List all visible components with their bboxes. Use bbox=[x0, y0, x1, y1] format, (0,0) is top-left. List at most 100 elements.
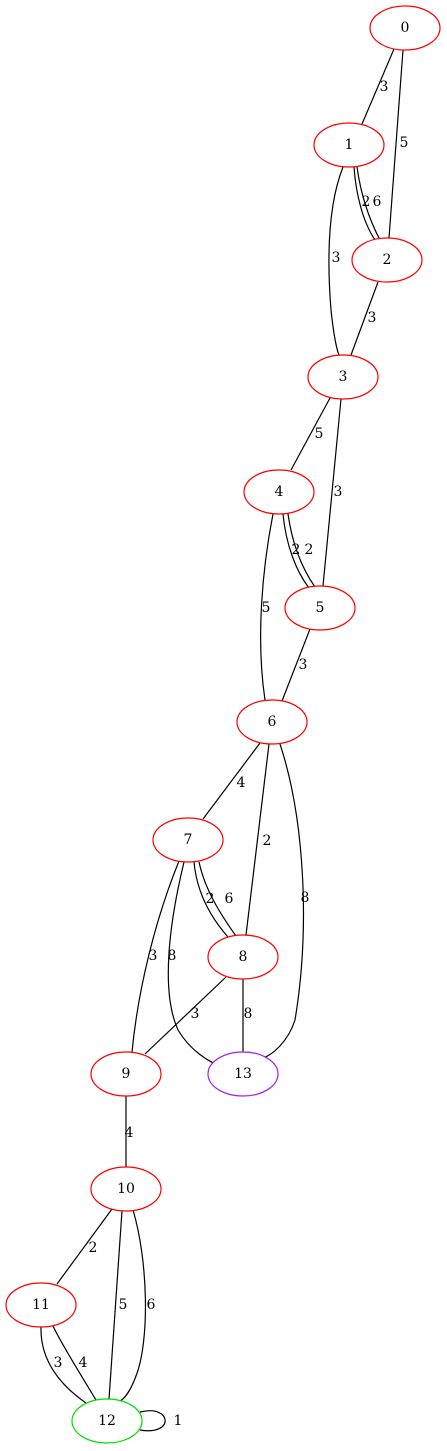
edge-11-12: 3 bbox=[40, 1326, 87, 1404]
edge-line bbox=[108, 1210, 123, 1400]
edge-line bbox=[262, 743, 305, 1059]
edge-line bbox=[388, 49, 404, 239]
node-ellipse[interactable] bbox=[90, 1051, 162, 1097]
edge-1-3: 3 bbox=[328, 166, 344, 356]
node-label: 8 bbox=[239, 949, 248, 965]
edge-weight-label: 3 bbox=[54, 1355, 63, 1371]
edge-line bbox=[361, 48, 395, 125]
node-ellipse[interactable] bbox=[236, 699, 308, 745]
node-ellipse[interactable] bbox=[71, 1398, 143, 1444]
edge-7-13: 8 bbox=[167, 861, 224, 1068]
edge-weight-label: 3 bbox=[368, 310, 377, 326]
edge-7-9: 3 bbox=[131, 860, 180, 1053]
node-ellipse[interactable] bbox=[313, 122, 385, 168]
edge-weight-label: 2 bbox=[362, 194, 371, 210]
edge-weight-label: 6 bbox=[373, 194, 382, 210]
edge-weight-label: 5 bbox=[262, 600, 271, 616]
edge-line bbox=[119, 1209, 147, 1402]
edge-9-10: 4 bbox=[125, 1096, 134, 1167]
edge-line bbox=[40, 1326, 87, 1404]
edge-weight-label: 6 bbox=[225, 891, 234, 907]
edge-3-5: 3 bbox=[322, 398, 343, 587]
node-13[interactable]: 13 bbox=[207, 1051, 279, 1097]
edge-line bbox=[282, 513, 310, 589]
node-ellipse[interactable] bbox=[207, 934, 279, 980]
edge-line bbox=[281, 628, 311, 702]
edge-weight-label: 8 bbox=[168, 948, 177, 964]
edge-weight-label: 8 bbox=[301, 890, 310, 906]
node-4[interactable]: 4 bbox=[243, 469, 315, 515]
edge-7-8: 2 bbox=[193, 861, 229, 938]
edge-1-2: 2 bbox=[353, 166, 376, 241]
node-label: 1 bbox=[345, 137, 354, 153]
edge-weight-label: 5 bbox=[119, 1297, 128, 1313]
node-1[interactable]: 1 bbox=[313, 122, 385, 168]
node-label: 5 bbox=[316, 600, 325, 616]
node-9[interactable]: 9 bbox=[90, 1051, 162, 1097]
node-ellipse[interactable] bbox=[90, 1166, 162, 1212]
node-ellipse[interactable] bbox=[351, 237, 423, 283]
edge-weight-label: 3 bbox=[299, 657, 308, 673]
node-ellipse[interactable] bbox=[369, 5, 441, 51]
edge-weight-label: 3 bbox=[334, 484, 343, 500]
edge-line bbox=[356, 166, 381, 241]
node-label: 3 bbox=[339, 369, 348, 385]
edge-line bbox=[139, 1410, 166, 1432]
edge-6-8: 2 bbox=[245, 743, 271, 936]
node-12[interactable]: 12 bbox=[71, 1398, 143, 1444]
edge-4-6: 5 bbox=[260, 513, 274, 701]
edge-line bbox=[353, 166, 376, 241]
node-2[interactable]: 2 bbox=[351, 237, 423, 283]
edge-weight-label: 2 bbox=[206, 891, 215, 907]
node-ellipse[interactable] bbox=[243, 469, 315, 515]
edge-weight-label: 4 bbox=[237, 775, 246, 791]
edge-10-12: 5 bbox=[108, 1210, 128, 1400]
edge-line bbox=[290, 397, 331, 471]
node-label: 6 bbox=[268, 714, 277, 730]
edge-10-11: 2 bbox=[56, 1208, 113, 1285]
node-3[interactable]: 3 bbox=[307, 354, 379, 400]
edge-weight-label: 3 bbox=[332, 250, 341, 266]
node-8[interactable]: 8 bbox=[207, 934, 279, 980]
node-0[interactable]: 0 bbox=[369, 5, 441, 51]
edge-line bbox=[322, 398, 342, 587]
node-label: 4 bbox=[275, 484, 284, 500]
edge-line bbox=[131, 860, 180, 1053]
edge-weight-label: 2 bbox=[305, 542, 314, 558]
edge-3-4: 5 bbox=[290, 397, 331, 471]
node-10[interactable]: 10 bbox=[90, 1166, 162, 1212]
node-label: 10 bbox=[117, 1181, 135, 1197]
node-label: 7 bbox=[184, 832, 193, 848]
edge-line bbox=[52, 1325, 97, 1401]
edge-weight-label: 3 bbox=[380, 79, 389, 95]
node-label: 13 bbox=[234, 1066, 252, 1082]
edge-weight-label: 2 bbox=[89, 1240, 98, 1256]
node-11[interactable]: 11 bbox=[5, 1282, 77, 1328]
edge-12-12: 1 bbox=[139, 1410, 183, 1432]
edge-line bbox=[350, 281, 379, 356]
edge-line bbox=[167, 861, 224, 1068]
edge-6-7: 4 bbox=[202, 742, 261, 820]
edge-line bbox=[202, 742, 261, 820]
edge-line bbox=[328, 166, 344, 356]
edge-5-6: 3 bbox=[281, 628, 311, 702]
node-ellipse[interactable] bbox=[307, 354, 379, 400]
node-ellipse[interactable] bbox=[284, 585, 356, 631]
edge-weight-label: 1 bbox=[174, 1413, 183, 1429]
edge-weight-label: 5 bbox=[400, 135, 409, 151]
edge-1-2: 6 bbox=[356, 166, 382, 241]
edge-line bbox=[56, 1208, 113, 1285]
node-6[interactable]: 6 bbox=[236, 699, 308, 745]
node-5[interactable]: 5 bbox=[284, 585, 356, 631]
node-ellipse[interactable] bbox=[5, 1282, 77, 1328]
node-label: 12 bbox=[98, 1413, 116, 1429]
node-ellipse[interactable] bbox=[152, 817, 224, 863]
edge-0-2: 5 bbox=[388, 49, 409, 239]
node-7[interactable]: 7 bbox=[152, 817, 224, 863]
edge-weight-label: 4 bbox=[79, 1355, 88, 1371]
edge-weight-label: 8 bbox=[244, 1006, 253, 1022]
node-ellipse[interactable] bbox=[207, 1051, 279, 1097]
edge-8-13: 8 bbox=[242, 979, 253, 1052]
